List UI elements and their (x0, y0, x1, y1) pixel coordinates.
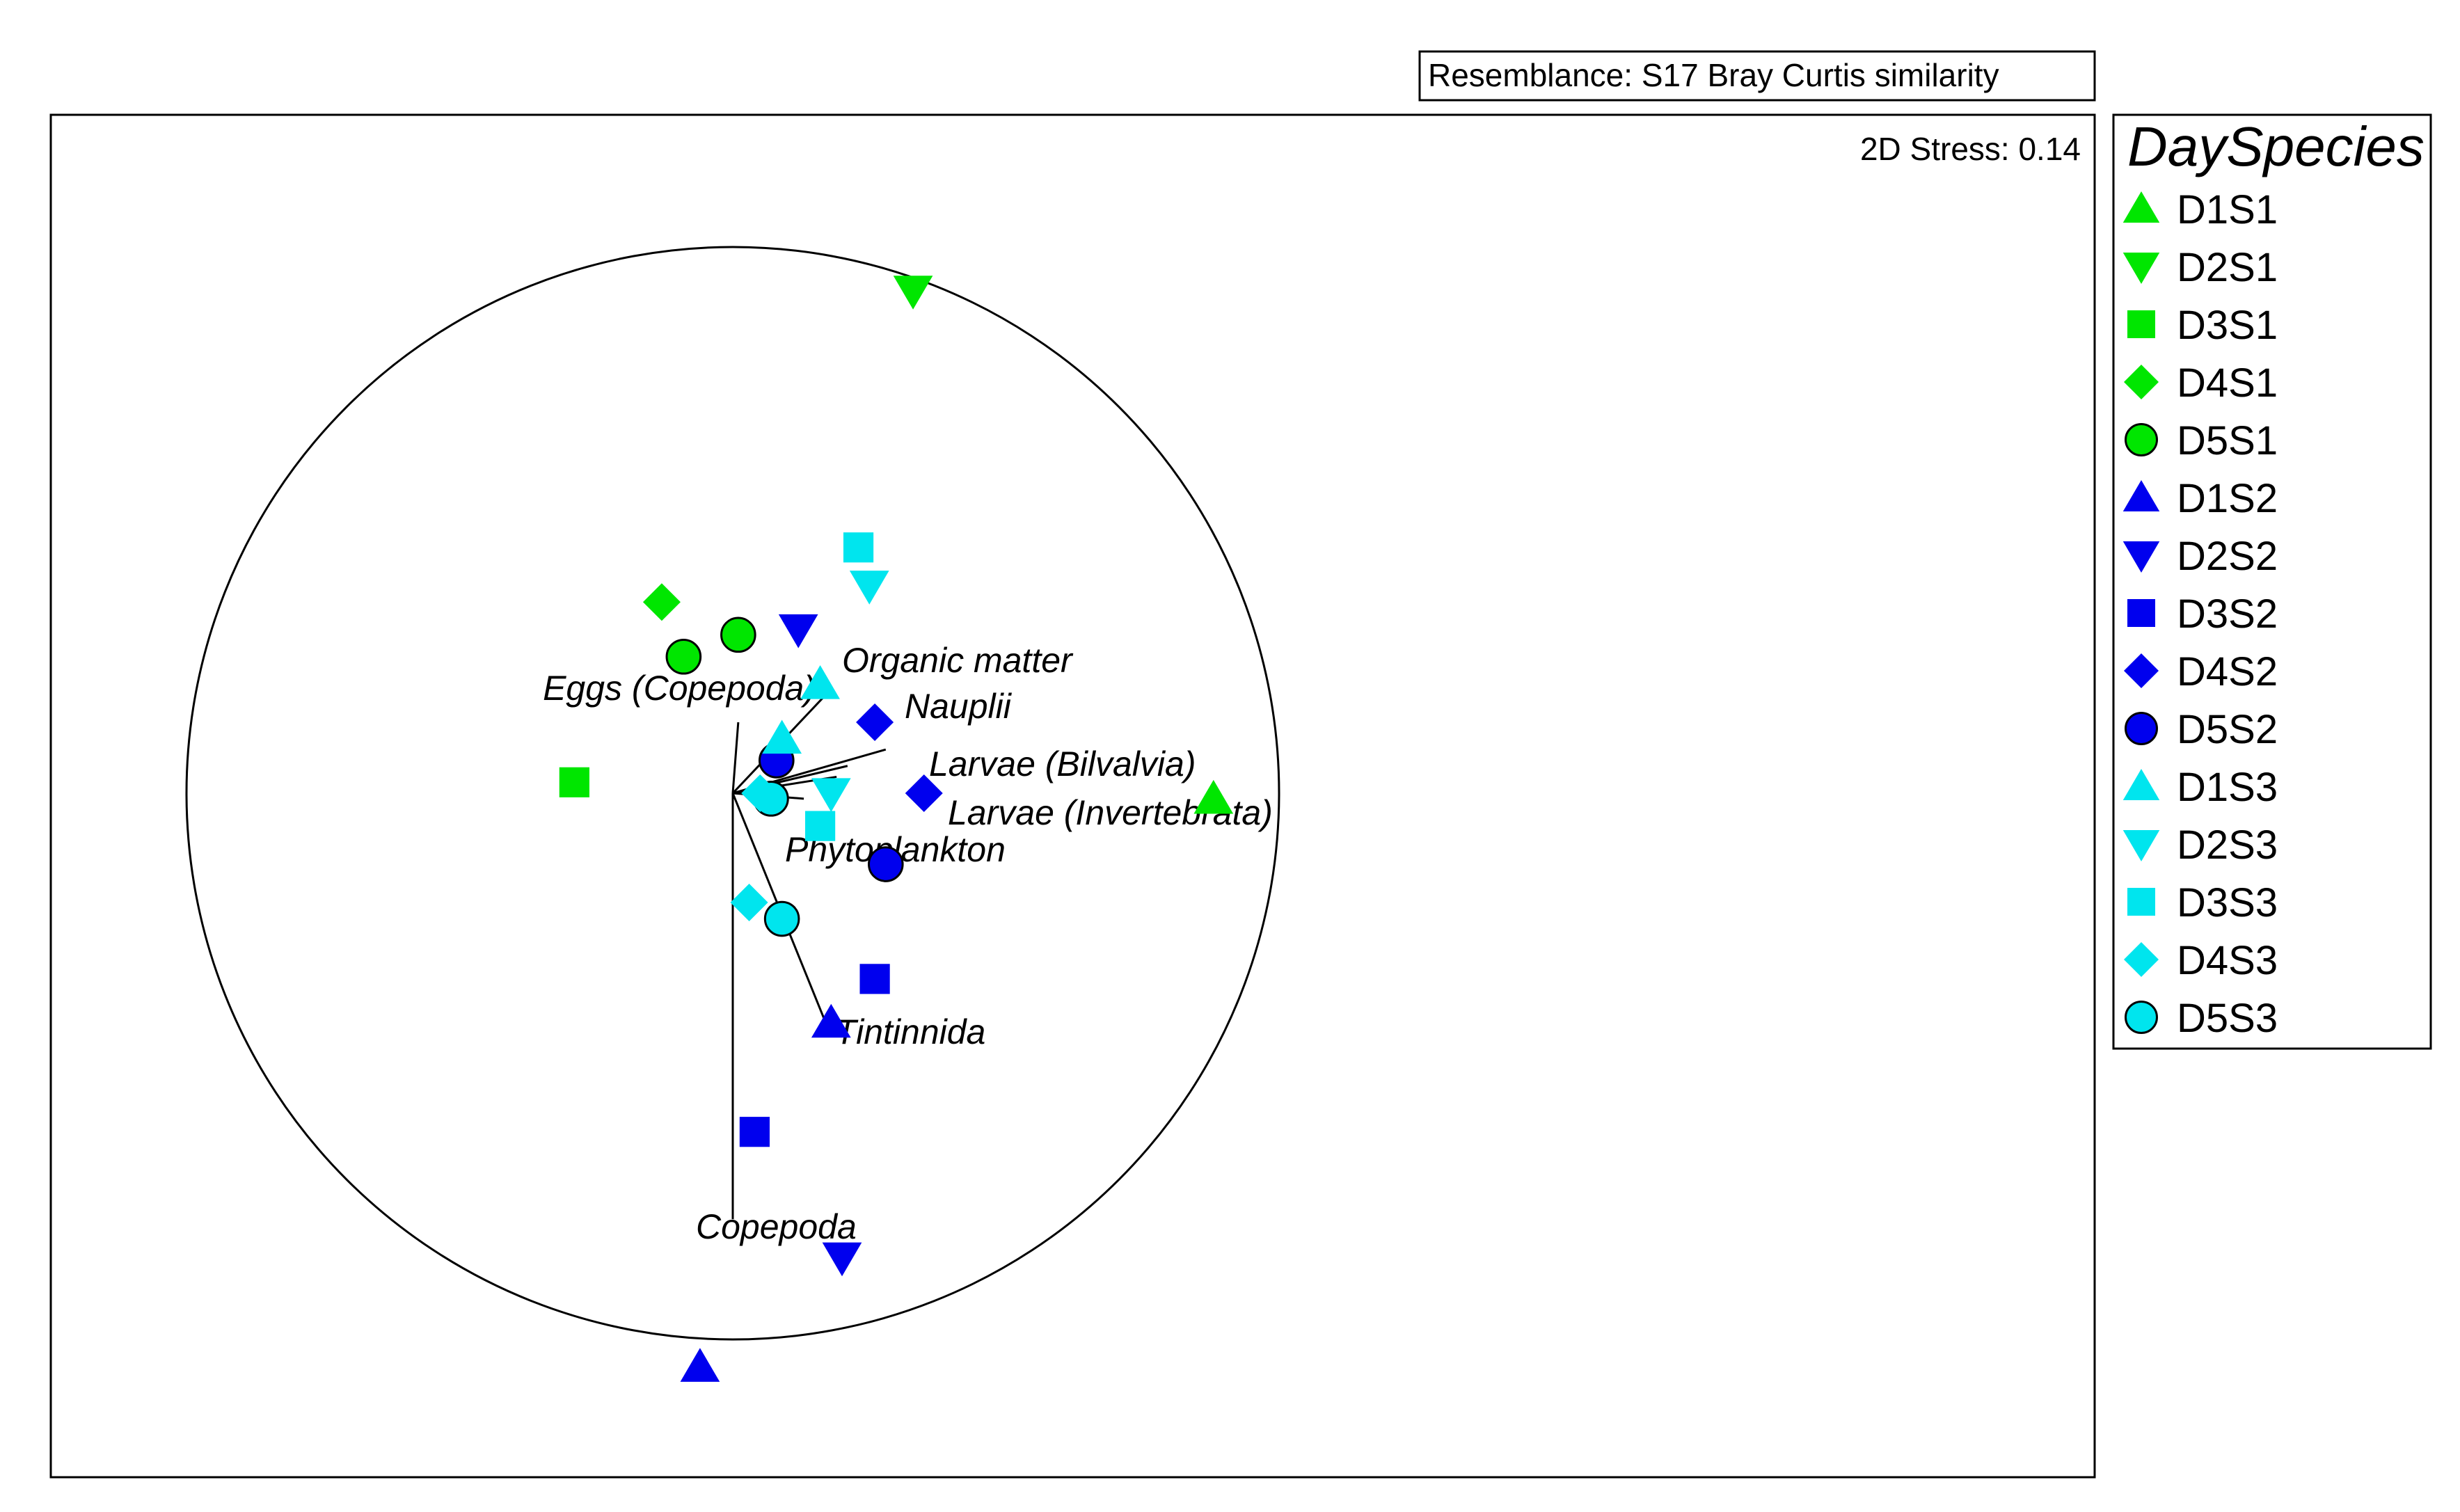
legend-label: D3S2 (2177, 591, 2278, 637)
data-point-d2s1 (893, 276, 933, 310)
data-point-d4s3 (730, 884, 768, 921)
points-layer (559, 276, 1234, 1382)
legend-marker-d1s3 (2122, 769, 2160, 800)
legend-label: D2S2 (2177, 534, 2278, 579)
data-point-d4s3 (741, 774, 779, 812)
legend-label: D2S3 (2177, 822, 2278, 868)
legend: DaySpecies D1S1D2S1D3S1D4S1D5S1D1S2D2S2D… (2112, 113, 2432, 1050)
legend-marker-d3s2 (2127, 599, 2155, 627)
data-point-d1s3 (800, 665, 840, 699)
plot-frame (49, 113, 2096, 1479)
data-point-d3s2 (739, 1117, 770, 1147)
resemblance-text: Resemblance: S17 Bray Curtis similarity (1428, 57, 1999, 93)
data-point-d3s3 (805, 811, 836, 841)
data-point-d5s1 (665, 638, 702, 675)
data-point-d3s3 (843, 532, 874, 563)
legend-marker-d4s3 (2124, 942, 2159, 977)
data-point-d3s1 (559, 767, 589, 797)
data-point-d2s2 (778, 614, 818, 648)
legend-label: D3S3 (2177, 880, 2278, 925)
vector-label: Nauplii (905, 687, 1013, 726)
legend-marker-d1s1 (2122, 191, 2160, 223)
legend-label: D1S1 (2177, 187, 2278, 232)
legend-label: D4S1 (2177, 360, 2278, 406)
data-point-d4s2 (856, 703, 894, 741)
legend-marker-d5s3 (2125, 1001, 2158, 1034)
legend-label: D4S3 (2177, 938, 2278, 983)
legend-marker-d2s3 (2122, 830, 2160, 861)
resemblance-box: Resemblance: S17 Bray Curtis similarity (1418, 50, 2096, 102)
legend-marker-d2s1 (2122, 253, 2160, 284)
legend-marker-d5s1 (2125, 423, 2158, 456)
legend-marker-d2s2 (2122, 541, 2160, 573)
stress-label: 2D Stress: 0.14 (1860, 131, 2081, 167)
legend-title: DaySpecies (2127, 116, 2425, 177)
legend-marker-d4s1 (2124, 365, 2159, 399)
data-point-d4s1 (642, 583, 681, 621)
legend-marker-d1s2 (2122, 480, 2160, 511)
legend-label: D3S1 (2177, 303, 2278, 348)
legend-marker-d4s2 (2124, 653, 2159, 688)
vector-line (731, 722, 740, 794)
data-point-d1s2 (680, 1348, 720, 1382)
data-point-d1s2 (811, 1003, 851, 1038)
legend-label: D5S3 (2177, 996, 2278, 1041)
legend-label: D1S2 (2177, 476, 2278, 521)
vector-label: Eggs (Copepoda) (543, 669, 816, 708)
data-point-d5s2 (868, 846, 904, 882)
vector-label: Copepoda (696, 1207, 857, 1246)
data-point-d4s2 (905, 774, 943, 812)
data-point-d1s1 (1193, 779, 1234, 814)
data-point-d2s3 (811, 778, 851, 812)
legend-label: D4S2 (2177, 649, 2278, 694)
legend-entries: D1S1D2S1D3S1D4S1D5S1D1S2D2S2D3S2D4S2D5S2… (2122, 187, 2278, 1041)
data-point-d2s3 (849, 571, 889, 605)
legend-marker-d3s1 (2127, 310, 2155, 338)
vector-circle (185, 246, 1280, 1341)
data-point-d1s3 (762, 719, 802, 754)
legend-label: D5S1 (2177, 418, 2278, 463)
legend-label: D2S1 (2177, 245, 2278, 290)
vector-label: Larvae (Bilvalvia) (929, 745, 1196, 783)
data-point-d5s1 (720, 616, 756, 653)
legend-box (2112, 113, 2432, 1050)
data-point-d3s2 (859, 964, 890, 994)
legend-label: D1S3 (2177, 765, 2278, 810)
legend-marker-d5s2 (2125, 712, 2158, 745)
vector-label: Organic matter (842, 641, 1074, 680)
legend-label: D5S2 (2177, 707, 2278, 752)
data-point-d5s3 (763, 900, 800, 937)
data-point-d2s2 (822, 1242, 862, 1277)
vector-label: Tintinnida (835, 1012, 985, 1051)
legend-marker-d3s3 (2127, 888, 2155, 916)
